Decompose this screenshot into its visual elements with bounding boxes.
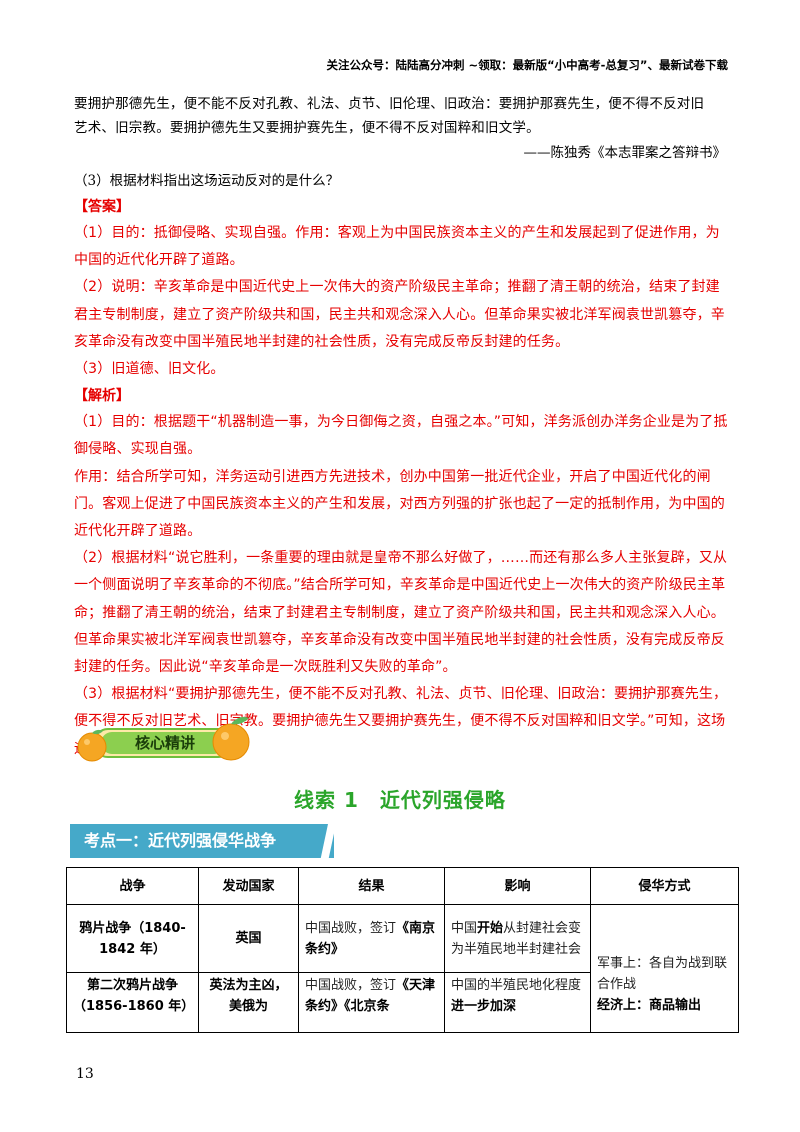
country-cell: 英国 [198,904,299,973]
analysis-body: （1）目的：根据题干“机器制造一事，为今日御侮之资，自强之本。”可知，洋务派创办… [74,409,730,763]
result-text: 中国战败，签订 [305,978,397,993]
answer-paragraph: （1）目的：抵御侵略、实现自强。作用：客观上为中国民族资本主义的产生和发展起到了… [74,225,720,269]
main-content: 要拥护那德先生，便不能不反对孔教、礼法、贞节、旧伦理、旧政治：要拥护那赛先生，便… [74,92,730,763]
analysis-paragraph: （2）根据材料“说它胜利，一条重要的理由就是皇帝不那么好做了，……而还有那么多人… [74,550,728,676]
orange-right-icon [212,716,250,761]
impact-text: 从封建社会变为半殖民地半封建社会 [451,920,582,957]
quote-source: ——陈独秀《本志罪案之答辩书》 [523,145,727,161]
page-header: 关注公众号：陆陆高分冲刺 ~领取：最新版“小中高考-总复习”、最新试卷下载 [326,58,728,72]
core-badge: 核心精讲 [75,712,255,770]
table-header-cell: 影响 [444,867,591,905]
key-point-title: 考点一：近代列强侵华战争 [70,824,334,858]
table-header-cell: 发动国家 [198,867,299,905]
method-cell: 军事上：各自为战到联合作战 经济上：商品输出 [590,904,739,1033]
table-header-cell: 结果 [298,867,445,905]
analysis-paragraph: 作用：结合所学可知，洋务运动引进西方先进技术，创办中国第一批近代企业，开启了中国… [74,468,725,540]
impact-cell: 中国的半殖民地化程度进一步加深 [444,972,591,1033]
impact-emphasis: 进一步加深 [451,999,517,1014]
impact-text: 中国 [451,920,478,936]
war-cell: 第二次鸦片战争（1856-1860 年） [66,972,199,1033]
result-cell: 中国战败，签订《南京条约》 [298,904,445,973]
answer-label: 【答案】 [74,199,130,215]
quote-line: 艺术、旧宗教。要拥护德先生又要拥护赛先生，便不得不反对国粹和旧文学。 [74,120,540,136]
war-cell: 鸦片战争（1840-1842 年） [66,904,199,973]
result-treaty: 《天津条约》《北京条 [305,978,436,1014]
orange-left-icon [77,729,107,762]
result-treaty: 《南京条约》 [305,920,436,957]
table-header-cell: 战争 [66,867,199,905]
analysis-label: 【解析】 [74,388,130,405]
table-row: 鸦片战争（1840-1842 年） 英国 中国战败，签订《南京条约》 中国开始从… [66,904,739,1033]
answer-body: （1）目的：抵御侵略、实现自强。作用：客观上为中国民族资本主义的产生和发展起到了… [74,220,730,383]
result-text: 中国战败，签订 [305,920,397,936]
badge-pill-inner [101,732,225,754]
table-row: 第二次鸦片战争（1856-1860 年） 英法为主凶，美俄为 中国战败，签订《天… [66,972,739,1033]
war-table: 战争 发动国家 结果 影响 侵华方式 鸦片战争（1840-1842 年） 英国 … [66,867,739,1033]
badge-label: 核心精讲 [134,734,195,752]
table-header-row: 战争 发动国家 结果 影响 侵华方式 [66,867,739,905]
question-3: （3）根据材料指出这场运动反对的是什么？ [74,173,340,189]
method-economic: 经济上：商品输出 [597,998,702,1013]
answer-paragraph: （3）旧道德、旧文化。 [74,361,225,378]
analysis-paragraph: （1）目的：根据题干“机器制造一事，为今日御侮之资，自强之本。”可知，洋务派创办… [74,414,728,458]
quote-line: 要拥护那德先生，便不能不反对孔教、礼法、贞节、旧伦理、旧政治：要拥护那赛先生，便… [74,96,705,112]
clue-title: 线索 1 近代列强侵略 [294,788,506,812]
table-header-cell: 侵华方式 [590,867,739,905]
impact-text: 中国的半殖民地化程度 [451,978,582,993]
quote-block: 要拥护那德先生，便不能不反对孔教、礼法、贞节、旧伦理、旧政治：要拥护那赛先生，便… [74,92,730,140]
country-cell: 英法为主凶，美俄为 [198,972,299,1033]
page-number: 13 [76,1066,94,1082]
answer-paragraph: （2）说明：辛亥革命是中国近代史上一次伟大的资产阶级民主革命；推翻了清王朝的统治… [74,279,725,350]
impact-emphasis: 开始 [477,920,504,936]
method-military: 军事上：各自为战到联合作战 [597,956,728,992]
impact-cell: 中国开始从封建社会变为半殖民地半封建社会 [444,904,591,973]
result-cell: 中国战败，签订《天津条约》《北京条 [298,972,445,1033]
